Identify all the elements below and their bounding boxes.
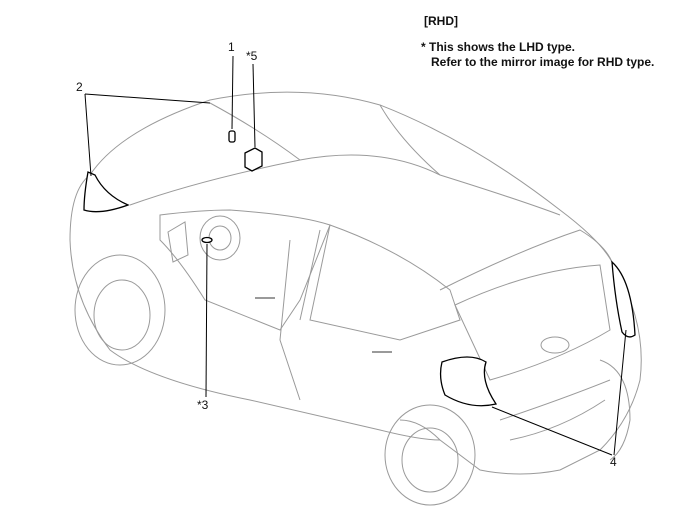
callout-4: 4 xyxy=(610,455,617,469)
rear-lamp-right-upper xyxy=(611,260,636,338)
car-outline xyxy=(69,91,642,506)
component-1 xyxy=(228,130,236,143)
callout-1: 1 xyxy=(228,40,235,54)
leader-lines xyxy=(84,55,627,456)
component-5 xyxy=(244,147,263,172)
lhd-note-line2: Refer to the mirror image for RHD type. xyxy=(431,55,655,69)
callout-3: *3 xyxy=(197,398,209,412)
lhd-note-line1: * This shows the LHD type. xyxy=(421,40,576,54)
rear-lamp-right-lower xyxy=(439,356,498,407)
rear-lamp-left xyxy=(83,171,130,213)
callout-5: *5 xyxy=(246,49,258,63)
rhd-title: [RHD] xyxy=(424,14,458,28)
component-3 xyxy=(201,236,213,244)
callout-2: 2 xyxy=(76,80,83,94)
